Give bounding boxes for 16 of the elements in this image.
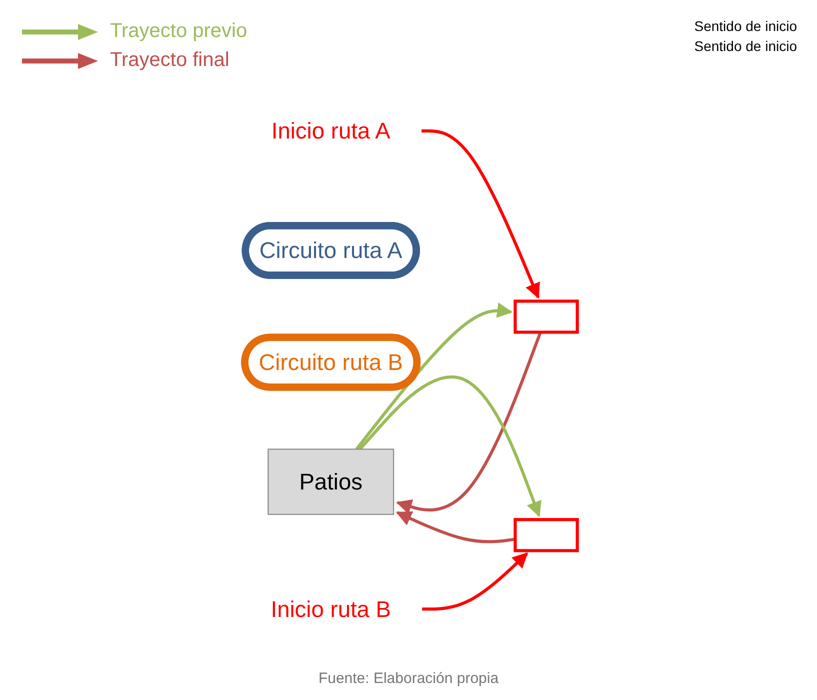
node-box	[514, 300, 579, 334]
arrow	[421, 129, 540, 299]
legend-label: Trayecto previo	[110, 20, 248, 43]
node-box: Patios	[268, 448, 394, 515]
node-text: Inicio ruta B	[270, 596, 391, 622]
arrow	[358, 376, 542, 518]
arrow	[396, 332, 542, 514]
direction-note: Sentido de inicio	[694, 18, 797, 34]
legend-label: Trayecto final	[110, 49, 230, 72]
node-text: Inicio ruta A	[271, 118, 390, 144]
arrow	[396, 511, 516, 544]
caption: Fuente: Elaboración propia	[317, 670, 500, 687]
node-box	[514, 518, 579, 552]
arrow	[355, 302, 513, 450]
direction-note: Sentido de inicio	[694, 38, 797, 54]
arrow	[422, 552, 528, 611]
